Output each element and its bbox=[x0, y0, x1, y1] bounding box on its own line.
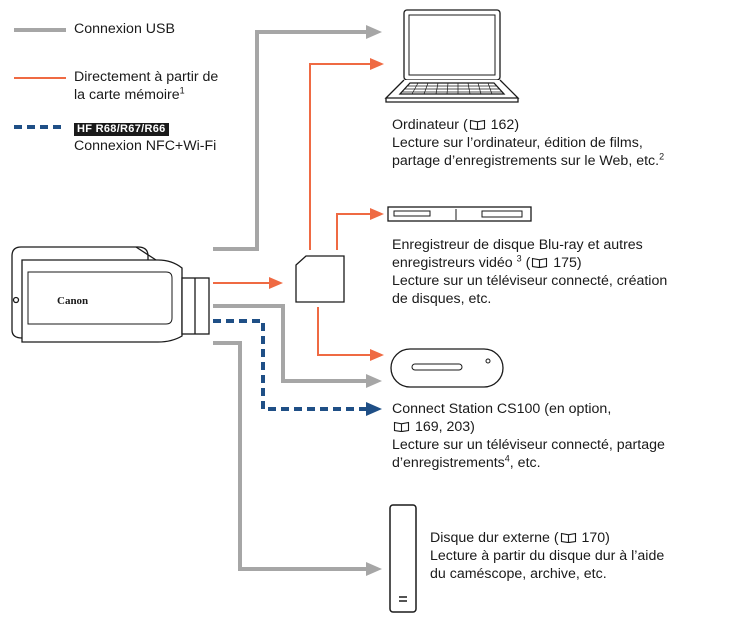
hdd-line3: du caméscope, archive, etc. bbox=[430, 566, 607, 582]
bluray-line2b: ( bbox=[521, 255, 531, 271]
computer-footnote: 2 bbox=[659, 151, 665, 162]
computer-description: Ordinateur ( 162) Lecture sur l’ordinate… bbox=[392, 116, 664, 170]
memory-card-icon bbox=[295, 255, 345, 303]
arrowhead-bluray-card bbox=[370, 208, 384, 220]
legend-nfc-label: HF R68/R67/R66 Connexion NFC+Wi-Fi bbox=[74, 119, 216, 155]
bluray-line4: de disques, etc. bbox=[392, 291, 492, 307]
book-icon bbox=[531, 257, 548, 268]
model-badge: HF R68/R67/R66 bbox=[74, 123, 169, 136]
station-line4b: , etc. bbox=[509, 455, 541, 471]
legend-card-footnote: 1 bbox=[179, 85, 185, 96]
laptop-icon bbox=[384, 9, 520, 103]
nfc-line-station bbox=[213, 319, 368, 411]
bluray-line1: Enregistreur de disque Blu-ray et autres bbox=[392, 237, 643, 253]
arrowhead-station-usb bbox=[366, 374, 382, 388]
arrowhead-station-card bbox=[370, 349, 384, 361]
bluray-footnote: 3 bbox=[516, 253, 522, 264]
station-footnote: 4 bbox=[504, 453, 510, 464]
arrowhead-computer-card bbox=[370, 58, 384, 70]
hdd-description: Disque dur externe ( 170) Lecture à part… bbox=[430, 529, 664, 583]
arrowhead-computer-usb bbox=[366, 25, 382, 39]
camcorder-icon bbox=[11, 246, 210, 343]
usb-connections bbox=[213, 30, 368, 571]
computer-line3: partage d’enregistrements sur le Web, et… bbox=[392, 153, 660, 169]
usb-line-station bbox=[213, 304, 368, 383]
station-description: Connect Station CS100 (en option, 169, 2… bbox=[392, 400, 665, 472]
legend-usb-label: Connexion USB bbox=[74, 21, 175, 37]
legend-card-line1: Directement à partir de bbox=[74, 69, 219, 85]
legend-card-label: Directement à partir de la carte mémoire… bbox=[74, 68, 218, 104]
computer-page: 162) bbox=[490, 117, 520, 133]
legend-nfc-text: Connexion NFC+Wi-Fi bbox=[74, 138, 217, 154]
station-line1: Connect Station CS100 (en option, bbox=[392, 401, 612, 417]
book-icon bbox=[560, 532, 577, 543]
usb-arrowheads bbox=[366, 25, 382, 576]
external-hdd-icon bbox=[389, 504, 417, 613]
station-line3: Lecture sur un téléviseur connecté, part… bbox=[392, 437, 665, 453]
card-arrowheads bbox=[269, 58, 384, 361]
hdd-title: Disque dur externe ( bbox=[430, 530, 559, 546]
computer-title: Ordinateur ( bbox=[392, 117, 468, 133]
computer-line2: Lecture sur l’ordinateur, édition de fil… bbox=[392, 135, 643, 151]
book-icon bbox=[393, 421, 410, 432]
card-line-computer bbox=[309, 63, 372, 250]
usb-line-computer bbox=[213, 30, 368, 251]
bluray-line2: enregistreurs vidéo bbox=[392, 255, 517, 271]
bluray-description: Enregistreur de disque Blu-ray et autres… bbox=[392, 236, 667, 308]
camera-logo: Canon bbox=[57, 295, 88, 307]
card-line-station bbox=[317, 307, 372, 356]
usb-line-hdd bbox=[213, 341, 368, 571]
arrowhead-hdd-usb bbox=[366, 562, 382, 576]
bluray-page: 175) bbox=[553, 255, 582, 271]
connect-station-icon bbox=[390, 348, 504, 388]
station-line4: d’enregistrements bbox=[392, 455, 505, 471]
hdd-line2: Lecture à partir du disque dur à l’aide bbox=[430, 548, 665, 564]
bluray-recorder-icon bbox=[387, 206, 532, 222]
arrowhead-station-nfc bbox=[366, 402, 382, 416]
bluray-line3: Lecture sur un téléviseur connecté, créa… bbox=[392, 273, 668, 289]
legend-lines bbox=[14, 28, 66, 129]
card-line-bluray bbox=[336, 213, 372, 250]
hdd-page: 170) bbox=[581, 530, 610, 546]
arrowhead-card bbox=[269, 277, 283, 289]
station-pages: 169, 203) bbox=[414, 419, 475, 435]
book-icon bbox=[469, 119, 486, 130]
legend-card-line2: la carte mémoire bbox=[74, 87, 180, 103]
card-connections bbox=[213, 63, 372, 356]
